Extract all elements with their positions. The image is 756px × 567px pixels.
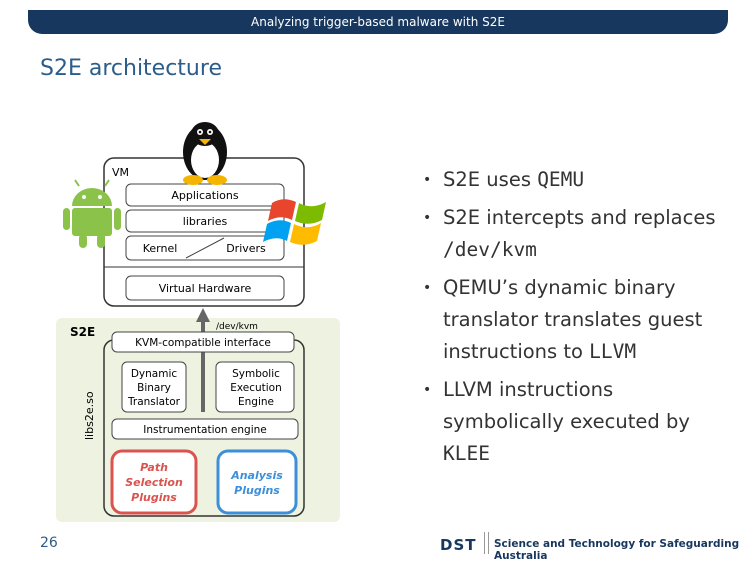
analysis-line-2: Plugins (234, 484, 280, 497)
footer-divider (484, 532, 489, 554)
kvm-interface-label: KVM-compatible interface (135, 337, 271, 349)
bullet-text: QEMU’s dynamic binary translator transla… (443, 276, 703, 363)
bullet-code: KLEE (443, 442, 490, 465)
linux-penguin-icon (183, 122, 227, 185)
kernel-label: Kernel (143, 242, 178, 255)
bullet-icon: • (423, 280, 432, 296)
dbt-line-2: Binary (137, 382, 171, 394)
bullet-icon: • (423, 172, 432, 188)
bullet-item: • S2E intercepts and replaces /dev/kvm (423, 202, 723, 266)
dbt-box (121, 361, 187, 413)
bullet-item: • LLVM instructions symbolically execute… (423, 374, 723, 470)
see-box (215, 361, 295, 413)
bullet-icon: • (423, 382, 432, 398)
bullet-text: LLVM instructions symbolically executed … (443, 378, 690, 433)
windows-flag-icon (263, 199, 326, 245)
drivers-label: Drivers (226, 242, 266, 255)
applications-box (125, 183, 285, 207)
s2e-label: S2E (70, 325, 95, 339)
arrow-up-icon (196, 308, 210, 322)
virtual-hardware-box (125, 275, 285, 301)
dst-logo: DST (440, 536, 477, 554)
bullet-text: S2E intercepts and replaces (443, 206, 716, 229)
path-selection-box (110, 449, 198, 515)
see-line-3: Engine (238, 396, 274, 408)
libs2e-label: libs2e.so (83, 391, 96, 440)
bullet-item: • QEMU’s dynamic binary translator trans… (423, 272, 723, 368)
header-bar: Analyzing trigger-based malware with S2E (28, 10, 728, 34)
android-icon (63, 179, 121, 248)
bullet-code: QEMU (537, 168, 585, 191)
instrumentation-label: Instrumentation engine (143, 424, 266, 436)
see-line-1: Symbolic (232, 368, 280, 380)
header-title: Analyzing trigger-based malware with S2E (251, 15, 505, 29)
bullet-text: S2E uses (443, 168, 538, 191)
vm-label: VM (112, 166, 129, 179)
page-number: 26 (40, 535, 58, 551)
instrumentation-box (111, 418, 299, 440)
libraries-label: libraries (183, 215, 228, 228)
dev-kvm-label: /dev/kvm (216, 322, 258, 332)
analysis-line-1: Analysis (230, 469, 283, 482)
applications-label: Applications (171, 189, 238, 202)
bullet-code: LLVM (589, 340, 637, 363)
bullet-item: • S2E uses QEMU (423, 164, 723, 196)
path-line-3: Plugins (131, 491, 177, 504)
dbt-line-1: Dynamic (131, 368, 178, 380)
slide-title: S2E architecture (40, 56, 222, 81)
bullet-list: • S2E uses QEMU • S2E intercepts and rep… (423, 164, 723, 476)
bullet-code: /dev/kvm (443, 238, 537, 261)
virtual-hardware-label: Virtual Hardware (159, 282, 252, 295)
analysis-plugins-box (216, 449, 298, 515)
path-line-2: Selection (125, 476, 183, 489)
path-line-1: Path (140, 461, 168, 474)
footer-tagline: Science and Technology for Safeguarding … (494, 538, 740, 562)
kvm-interface-box (111, 331, 295, 353)
dbt-line-3: Translator (127, 396, 181, 408)
see-line-2: Execution (230, 382, 282, 394)
bullet-icon: • (423, 210, 432, 226)
